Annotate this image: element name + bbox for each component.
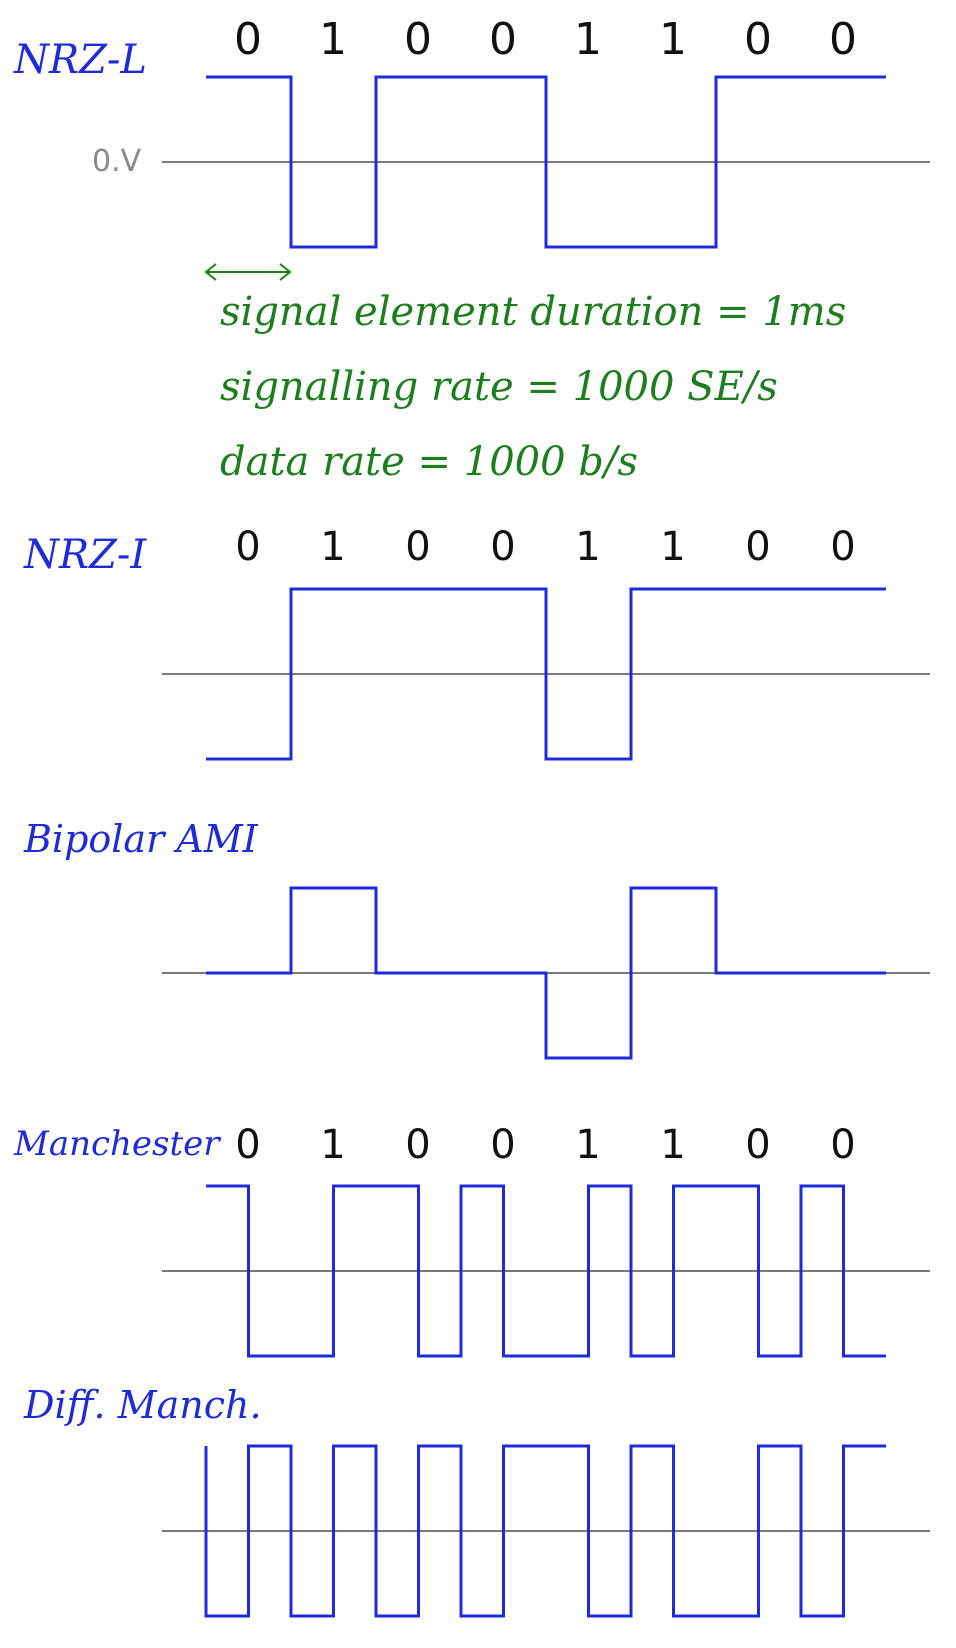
data-rate-text: data rate = 1000 b/s: [220, 439, 638, 485]
nrz-l-waveform: [206, 75, 886, 249]
nrz-l-bit-2: 0: [404, 14, 432, 65]
nrz-i-waveform: [206, 587, 886, 761]
nrz-l-bit-labels: 0 1 0 0 1 1 0 0: [234, 14, 857, 65]
nrz-i-bit-7: 0: [830, 524, 855, 570]
manchester-bit-7: 0: [830, 1122, 855, 1168]
signalling-rate-text: signalling rate = 1000 SE/s: [220, 364, 778, 410]
bipolar-ami-group: Bipolar AMI: [23, 817, 930, 1060]
nrz-l-bit-3: 0: [489, 14, 517, 65]
bipolar-ami-waveform: [206, 886, 886, 1060]
nrz-i-label: NRZ-I: [23, 532, 147, 578]
manchester-waveform: [206, 1184, 886, 1358]
nrz-l-group: NRZ-L 0 1 0 0 1 1 0 0 0.V: [13, 14, 930, 249]
nrz-i-bit-4: 1: [575, 524, 600, 570]
nrz-i-bit-0: 0: [235, 524, 260, 570]
manchester-bit-3: 0: [490, 1122, 515, 1168]
bipolar-ami-label: Bipolar AMI: [23, 817, 259, 861]
manchester-bit-2: 0: [405, 1122, 430, 1168]
zero-volt-label: 0.V: [92, 144, 142, 179]
nrz-i-bit-1: 1: [320, 524, 345, 570]
nrz-i-bit-6: 0: [745, 524, 770, 570]
nrz-l-bit-0: 0: [234, 14, 262, 65]
nrz-i-group: NRZ-I 0 1 0 0 1 1 0 0: [23, 524, 930, 761]
manchester-bit-labels: 0 1 0 0 1 1 0 0: [235, 1122, 855, 1168]
diff-manchester-group: Diff. Manch.: [23, 1383, 930, 1618]
manchester-bit-1: 1: [320, 1122, 345, 1168]
nrz-i-bit-5: 1: [660, 524, 685, 570]
manchester-group: Manchester 0 1 0 0 1 1 0 0: [13, 1122, 930, 1358]
nrz-l-bit-4: 1: [574, 14, 602, 65]
timing-annotations: signal element duration = 1ms signalling…: [204, 263, 846, 485]
manchester-bit-6: 0: [745, 1122, 770, 1168]
nrz-l-bit-1: 1: [319, 14, 347, 65]
nrz-l-bit-7: 0: [829, 14, 857, 65]
manchester-label: Manchester: [13, 1124, 221, 1164]
nrz-i-bit-3: 0: [490, 524, 515, 570]
nrz-i-bit-2: 0: [405, 524, 430, 570]
manchester-bit-5: 1: [660, 1122, 685, 1168]
diff-manchester-waveform: [204, 1444, 886, 1618]
nrz-i-bit-labels: 0 1 0 0 1 1 0 0: [235, 524, 855, 570]
element-duration-arrow: [204, 263, 292, 281]
signal-element-duration-text: signal element duration = 1ms: [220, 289, 846, 335]
nrz-l-label: NRZ-L: [13, 37, 147, 83]
nrz-l-bit-6: 0: [744, 14, 772, 65]
manchester-bit-4: 1: [575, 1122, 600, 1168]
manchester-bit-0: 0: [235, 1122, 260, 1168]
diff-manchester-label: Diff. Manch.: [23, 1383, 262, 1427]
nrz-l-bit-5: 1: [659, 14, 687, 65]
